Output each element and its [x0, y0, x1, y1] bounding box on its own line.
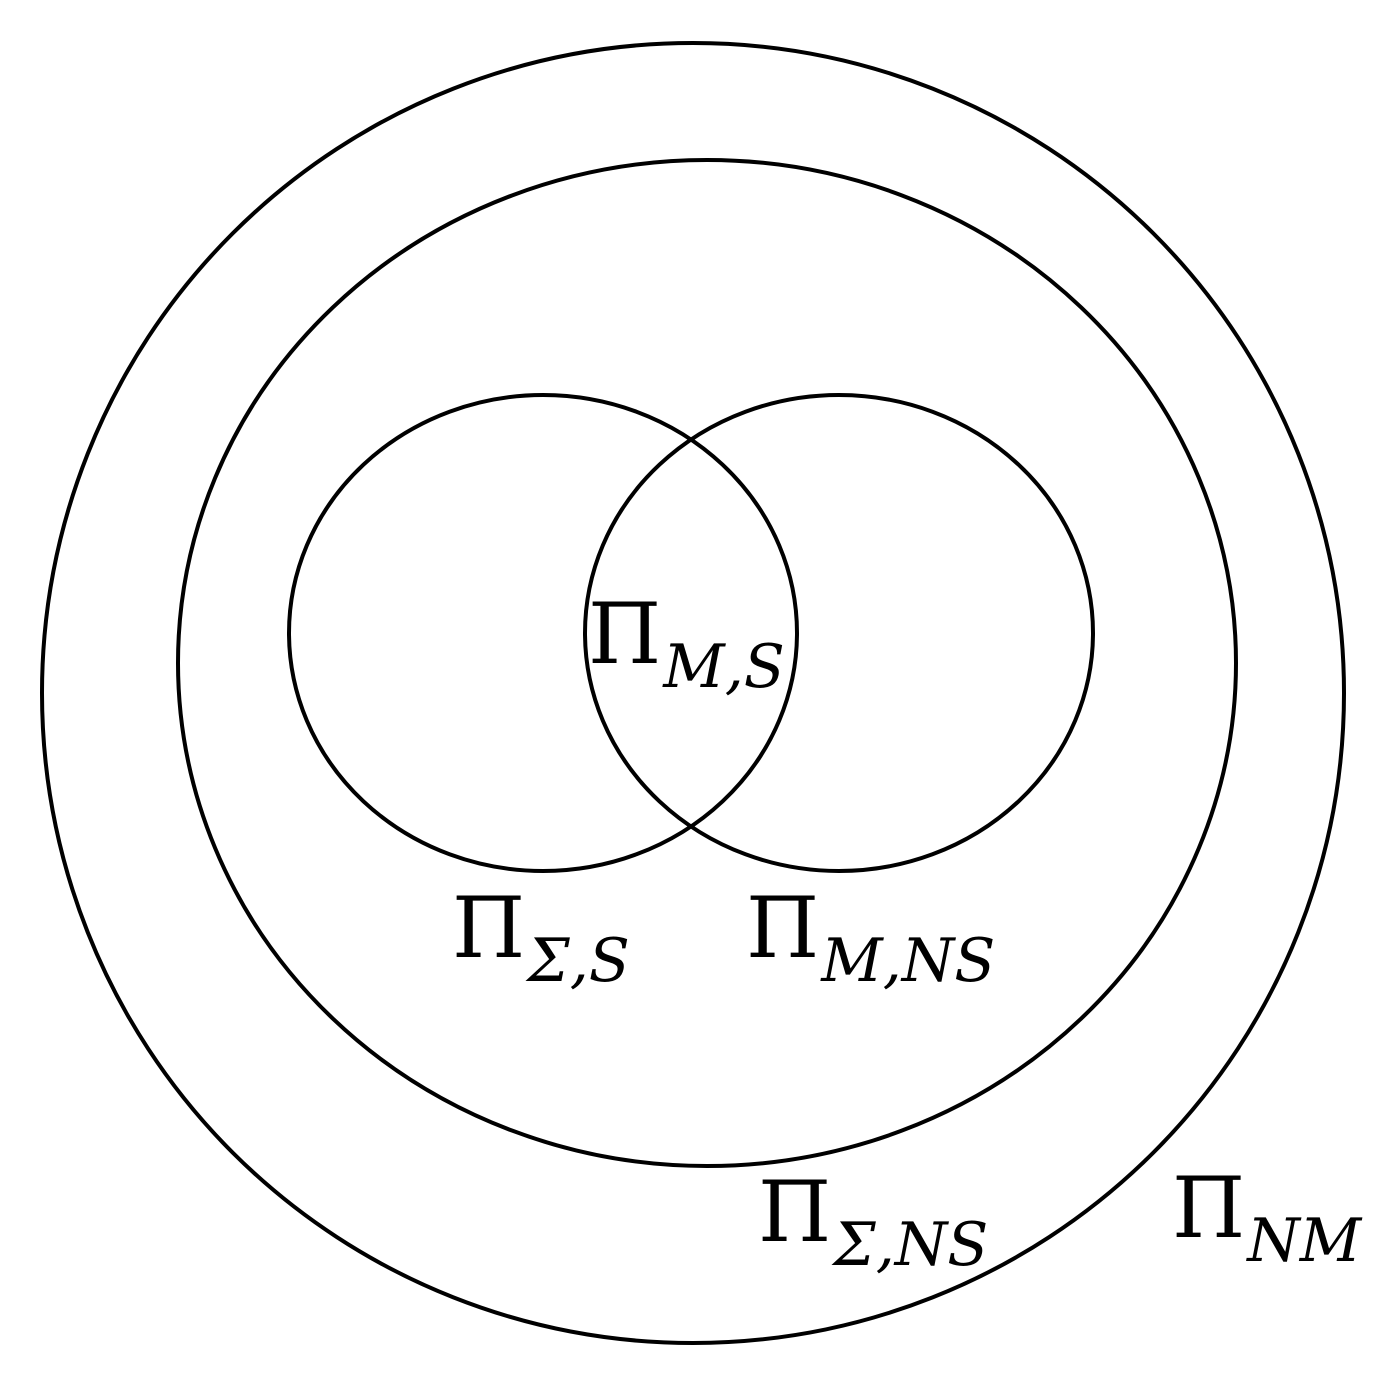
label-pi-nm: ΠNM: [1172, 1166, 1361, 1271]
left-set-sigma-s: [287, 393, 799, 873]
label-pi-sigma-ns: ΠΣ,NS: [758, 1170, 988, 1275]
subscript: Σ,NS: [833, 1210, 989, 1280]
subscript: NM: [1247, 1206, 1362, 1276]
label-pi-m-ns: ΠM,NS: [746, 886, 995, 991]
subscript: Σ,S: [527, 926, 630, 996]
right-set-m-ns: [583, 393, 1095, 873]
subscript: M,NS: [821, 926, 996, 996]
outer-set-nm: [40, 41, 1346, 1345]
subscript: M,S: [663, 632, 785, 702]
pi-symbol: Π: [588, 585, 662, 683]
label-pi-sigma-s: ΠΣ,S: [452, 886, 630, 991]
pi-symbol: Π: [1172, 1159, 1246, 1257]
pi-symbol: Π: [758, 1163, 832, 1261]
pi-symbol: Π: [746, 879, 820, 977]
inner-set-sigma-ns: [176, 158, 1238, 1168]
pi-symbol: Π: [452, 879, 526, 977]
label-pi-m-s: ΠM,S: [588, 592, 785, 697]
